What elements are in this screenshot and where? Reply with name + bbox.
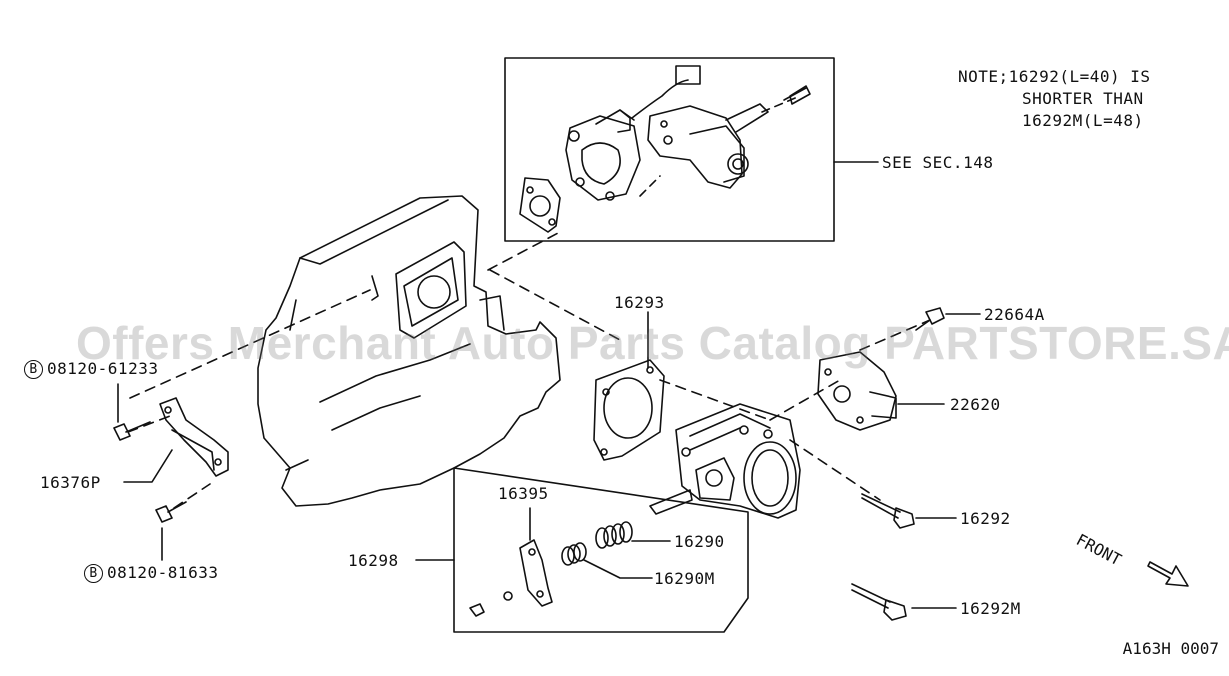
label-16290m: 16290M: [654, 569, 715, 588]
label-16292m: 16292M: [960, 599, 1021, 618]
throttle-body-illustration: [649, 403, 801, 519]
b-circle-icon: B: [24, 360, 43, 379]
bolt1-number: 08120-61233: [47, 359, 159, 378]
b-circle-icon: B: [84, 564, 103, 583]
intake-manifold-illustration: [257, 195, 561, 507]
note-line-2: SHORTER THAN: [1022, 89, 1144, 108]
bolt-08120-61233-illustration: [113, 421, 151, 441]
label-16376p: 16376P: [40, 473, 101, 492]
nut-illustration: [469, 603, 485, 617]
spring-16290m-illustration: [561, 542, 587, 566]
screw-22664a-illustration: [915, 307, 945, 331]
bolt-16292m-illustration: [851, 583, 907, 621]
label-16293: 16293: [614, 293, 665, 312]
bolt2-number: 08120-81633: [107, 563, 219, 582]
label-22620: 22620: [950, 395, 1001, 414]
front-arrow-icon: [1147, 561, 1189, 587]
bolt-16292-illustration: [861, 493, 915, 529]
lever-16395-illustration: [519, 539, 553, 607]
iac-valve-illustration: [519, 65, 811, 233]
center-lines: [127, 231, 931, 509]
kit-box-16298: [453, 467, 749, 633]
label-see-sec: SEE SEC.148: [882, 153, 994, 172]
label-16290: 16290: [674, 532, 725, 551]
bracket-16376p-illustration: [159, 397, 229, 477]
watermark: Offers Merchant Auto Parts Catalog PARTS…: [76, 317, 1229, 369]
gasket-16293-illustration: [593, 359, 665, 461]
washer-illustration: [503, 591, 513, 601]
drawing-id: A163H 0007: [1122, 639, 1219, 658]
label-16395: 16395: [498, 484, 549, 503]
note-line-1: NOTE;16292(L=40) IS: [958, 67, 1151, 86]
bolt-08120-81633-illustration: [155, 501, 187, 523]
leader-16376p: [123, 449, 173, 483]
sensor-22620-illustration: [817, 351, 897, 431]
label-16292: 16292: [960, 509, 1011, 528]
note-line-3: 16292M(L=48): [1022, 111, 1144, 130]
label-22664a: 22664A: [984, 305, 1045, 324]
leader-16290m: [583, 559, 653, 579]
label-16298: 16298: [348, 551, 399, 570]
note-block: NOTE;16292(L=40) IS SHORTER THAN 16292M(…: [958, 66, 1151, 132]
spring-16290-illustration: [595, 521, 633, 549]
inset-box: [504, 57, 835, 242]
